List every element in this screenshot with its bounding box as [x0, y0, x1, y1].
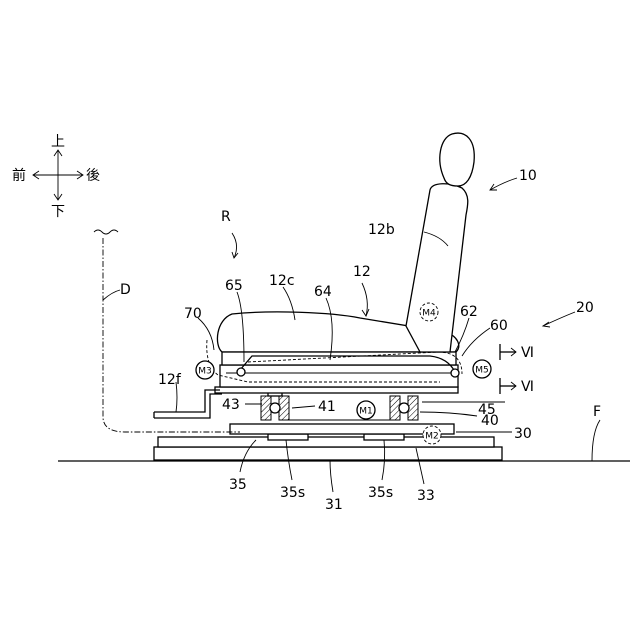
- label-41: 41: [318, 399, 336, 415]
- label-33: 33: [417, 488, 435, 504]
- motor-m4-label: M4: [422, 309, 436, 319]
- label-12b: 12b: [368, 222, 395, 238]
- label-60: 60: [490, 318, 508, 334]
- slider-35s-left: [268, 434, 308, 440]
- label-12: 12: [353, 264, 371, 280]
- label-12f: 12f: [158, 372, 182, 388]
- dir-down-label: 下: [51, 204, 65, 220]
- seat-frame-60: [220, 365, 458, 387]
- base-rail-31: [154, 447, 502, 460]
- label-40: 40: [481, 413, 499, 429]
- dir-front-label: 前: [12, 167, 26, 184]
- label-65: 65: [225, 278, 243, 294]
- label-30: 30: [514, 426, 532, 442]
- label-43: 43: [222, 397, 240, 413]
- dir-rear-label: 後: [86, 168, 100, 184]
- bearing-left: [261, 392, 289, 420]
- backrest-12b: [406, 184, 468, 352]
- label-31: 31: [325, 497, 343, 513]
- motor-m1: M1: [357, 401, 375, 419]
- label-35s-left: 35s: [280, 485, 305, 501]
- direction-indicator: 上 下 前 後: [12, 134, 100, 220]
- label-62: 62: [460, 304, 478, 320]
- label-10: 10: [519, 168, 537, 184]
- dir-up-label: 上: [51, 134, 65, 150]
- leader-F: [592, 420, 600, 461]
- rotary-plate-30: [230, 424, 454, 434]
- label-R: R: [221, 209, 231, 225]
- headrest: [440, 133, 474, 186]
- motor-m3: M3: [196, 361, 214, 379]
- label-70: 70: [184, 306, 202, 322]
- motor-m5-label: M5: [475, 366, 489, 376]
- label-35s-right: 35s: [368, 485, 393, 501]
- motor-m3-label: M3: [198, 367, 212, 377]
- motor-m1-label: M1: [359, 407, 373, 417]
- motor-m2: M2: [423, 426, 441, 444]
- label-F: F: [593, 404, 601, 420]
- cushion-base: [222, 352, 456, 365]
- label-12c: 12c: [269, 273, 295, 289]
- label-D: D: [120, 282, 131, 298]
- label-section-bottom: Ⅵ: [521, 379, 534, 395]
- pivot-65: [237, 368, 245, 376]
- motor-m4: M4: [420, 303, 438, 321]
- break-mark: [94, 230, 118, 234]
- motor-m2-label: M2: [425, 432, 439, 442]
- slider-35s-right: [364, 434, 404, 440]
- lower-plate-33: [158, 437, 494, 447]
- section-markers: [500, 344, 516, 394]
- bearing-right: [390, 396, 418, 420]
- pivot-62: [451, 369, 459, 377]
- label-64: 64: [314, 284, 332, 300]
- foot-bracket-12f: [154, 394, 222, 418]
- label-35-left: 35: [229, 477, 247, 493]
- label-20: 20: [576, 300, 594, 316]
- upper-rail: [215, 387, 458, 393]
- motor-m5: M5: [473, 360, 491, 378]
- label-section-top: Ⅵ: [521, 345, 534, 361]
